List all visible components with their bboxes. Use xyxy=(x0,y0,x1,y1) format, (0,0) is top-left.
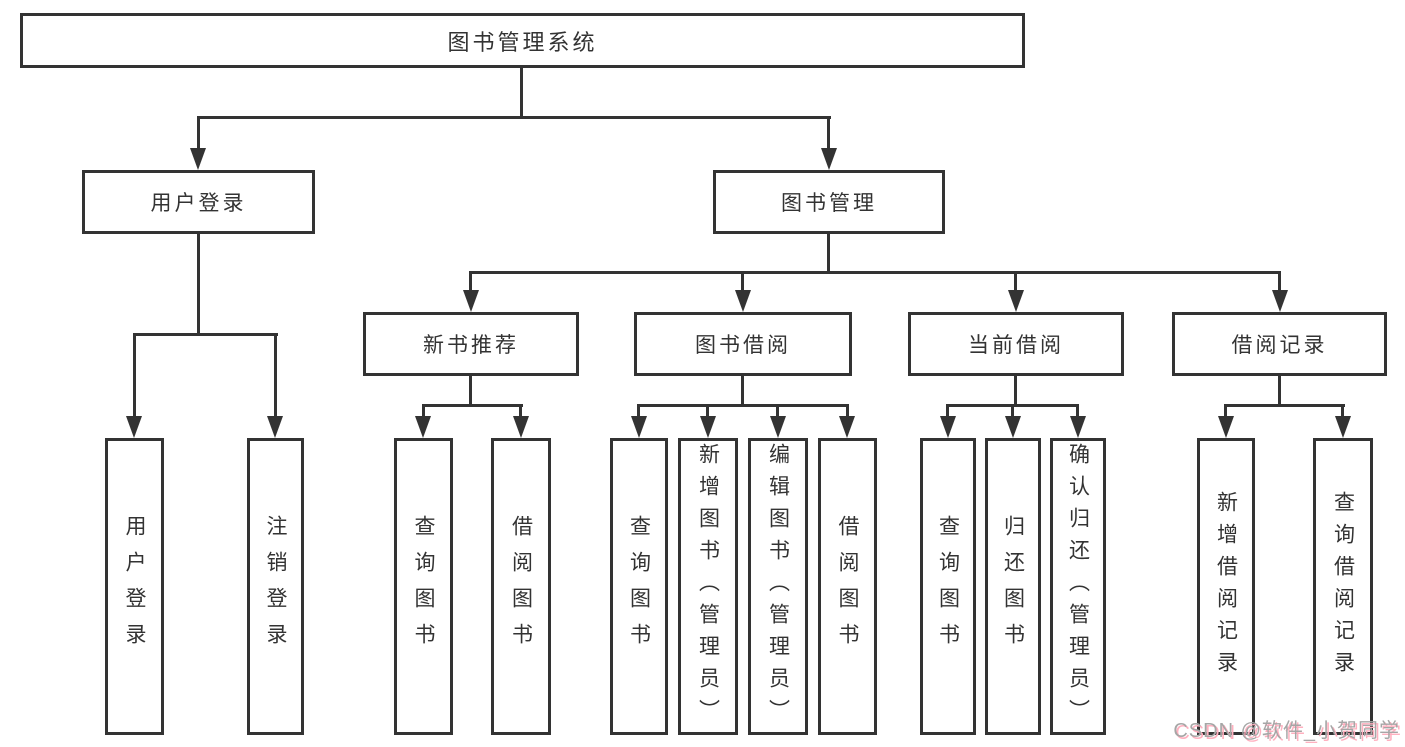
connector-line xyxy=(274,333,277,418)
connector-line xyxy=(827,234,830,274)
leaf-label: 借阅图书 xyxy=(509,514,533,659)
connector-line xyxy=(946,404,949,418)
leaf-nbr-query-books: 查询图书 xyxy=(394,438,453,735)
connector-line xyxy=(133,333,136,418)
connector-line xyxy=(776,404,779,418)
leaf-label: 查询图书 xyxy=(936,514,960,659)
leaf-label: 确认归还（管理员） xyxy=(1066,442,1090,731)
connector-line xyxy=(1278,271,1281,293)
leaf-br-add-record: 新增借阅记录 xyxy=(1197,438,1255,735)
arrow-down-icon xyxy=(839,416,855,438)
connector-line xyxy=(197,233,200,336)
connector-line xyxy=(519,404,522,418)
arrow-down-icon xyxy=(700,416,716,438)
connector-line xyxy=(422,404,425,418)
connector-line xyxy=(197,116,831,119)
arrow-down-icon xyxy=(940,416,956,438)
connector-line xyxy=(637,404,849,407)
connector-line xyxy=(846,404,849,418)
connector-line xyxy=(1224,404,1345,407)
arrow-down-icon xyxy=(513,416,529,438)
connector-line xyxy=(1224,404,1227,418)
leaf-bb-add-books-admin: 新增图书（管理员） xyxy=(678,438,738,735)
arrow-down-icon xyxy=(126,416,142,438)
connector-line xyxy=(741,271,744,293)
node-book-borrow: 图书借阅 xyxy=(634,312,852,376)
leaf-bb-edit-books-admin: 编辑图书（管理员） xyxy=(748,438,808,735)
leaf-label: 编辑图书（管理员） xyxy=(766,442,790,731)
leaf-label: 借阅图书 xyxy=(836,514,859,659)
connector-line xyxy=(1278,376,1281,407)
leaf-user-login: 用户登录 xyxy=(105,438,164,735)
connector-line xyxy=(422,404,523,407)
arrow-down-icon xyxy=(1070,416,1086,438)
arrow-down-icon xyxy=(463,290,479,312)
connector-line xyxy=(469,376,472,407)
arrow-down-icon xyxy=(770,416,786,438)
connector-line xyxy=(520,66,523,119)
arrow-down-icon xyxy=(1218,416,1234,438)
leaf-label: 用户登录 xyxy=(123,514,146,659)
leaf-label: 查询借阅记录 xyxy=(1331,490,1355,683)
connector-line xyxy=(706,404,709,418)
connector-line xyxy=(469,271,472,293)
leaf-br-query-record: 查询借阅记录 xyxy=(1313,438,1373,735)
leaf-label: 新增借阅记录 xyxy=(1214,490,1238,683)
arrow-down-icon xyxy=(821,148,837,170)
connector-line xyxy=(1014,271,1017,293)
leaf-logout: 注销登录 xyxy=(247,438,304,735)
leaf-label: 新增图书（管理员） xyxy=(696,442,720,731)
arrow-down-icon xyxy=(631,416,647,438)
arrow-down-icon xyxy=(415,416,431,438)
arrow-down-icon xyxy=(1335,416,1351,438)
arrow-down-icon xyxy=(1008,290,1024,312)
arrow-down-icon xyxy=(1005,416,1021,438)
leaf-cb-return-books: 归还图书 xyxy=(985,438,1041,735)
arrow-down-icon xyxy=(267,416,283,438)
connector-line xyxy=(133,333,278,336)
node-new-book-recommend: 新书推荐 xyxy=(363,312,579,376)
arrow-down-icon xyxy=(190,148,206,170)
leaf-label: 归还图书 xyxy=(1001,514,1025,659)
connector-line xyxy=(471,271,1281,274)
node-root: 图书管理系统 xyxy=(20,13,1025,68)
leaf-cb-confirm-return-admin: 确认归还（管理员） xyxy=(1050,438,1106,735)
connector-line xyxy=(197,116,200,150)
connector-line xyxy=(637,404,640,418)
node-book-mgmt: 图书管理 xyxy=(713,170,945,234)
connector-line xyxy=(1011,404,1014,418)
leaf-label: 查询图书 xyxy=(627,514,651,659)
connector-line xyxy=(1014,376,1017,407)
csdn-watermark: CSDN @软件_小贺同学 xyxy=(1173,720,1400,742)
leaf-bb-query-books: 查询图书 xyxy=(610,438,668,735)
leaf-label: 查询图书 xyxy=(412,514,435,659)
node-user-login: 用户登录 xyxy=(82,170,315,234)
leaf-cb-query-books: 查询图书 xyxy=(920,438,976,735)
connector-line xyxy=(1076,404,1079,418)
arrow-down-icon xyxy=(1272,290,1288,312)
connector-line xyxy=(827,116,830,150)
node-current-borrow: 当前借阅 xyxy=(908,312,1124,376)
connector-line xyxy=(1341,404,1344,418)
node-borrow-records: 借阅记录 xyxy=(1172,312,1387,376)
leaf-nbr-borrow-books: 借阅图书 xyxy=(491,438,551,735)
arrow-down-icon xyxy=(735,290,751,312)
leaf-label: 注销登录 xyxy=(264,514,287,659)
leaf-bb-borrow-books: 借阅图书 xyxy=(818,438,877,735)
connector-line xyxy=(741,376,744,407)
